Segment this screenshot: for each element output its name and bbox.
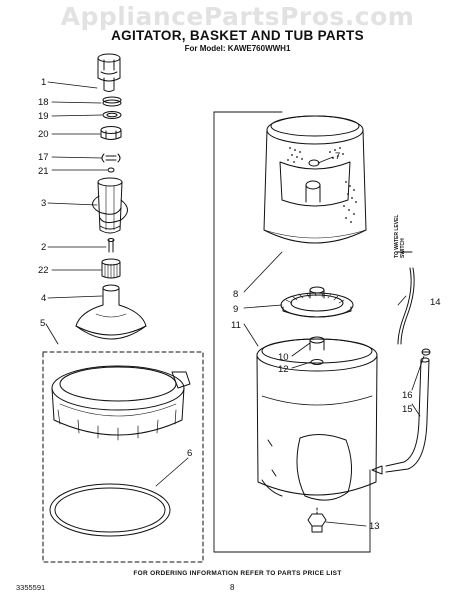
callout-7: 7 (335, 151, 340, 162)
page-title: AGITATOR, BASKET AND TUB PARTS (111, 28, 364, 43)
callout-19: 19 (38, 111, 49, 122)
callout-4: 4 (41, 293, 46, 304)
callout-labels: 1 18 19 20 17 21 3 2 22 4 5 6 7 8 9 11 1… (38, 77, 441, 532)
part-6-tub-ring (49, 483, 171, 537)
water-level-note-line1: TO WATER LEVEL (394, 215, 400, 258)
leader-lines-left (45, 81, 189, 487)
callout-21: 21 (38, 166, 49, 177)
part-2-bolt (107, 238, 115, 253)
callout-1: 1 (41, 77, 46, 88)
part-1-agitator-cap (97, 53, 121, 92)
part-14-level-tube (397, 267, 415, 345)
part-9-hub-ring (280, 286, 354, 318)
callout-14: 14 (430, 297, 441, 308)
part-16-clamp (421, 348, 431, 356)
model-subtitle: For Model: KAWE760WWH1 (184, 44, 291, 53)
right-frame-lines (213, 111, 413, 553)
callout-5: 5 (40, 318, 45, 329)
part-21-washer (107, 167, 115, 173)
part-10-hub-nut (309, 336, 325, 351)
part-7-basket (263, 115, 367, 244)
page-number: 8 (230, 583, 235, 592)
part-12-seal (310, 359, 324, 365)
callout-12: 12 (278, 364, 289, 375)
part-5-group-box (42, 351, 204, 563)
part-20-cam (100, 126, 122, 140)
document-number: 3355591 (16, 583, 46, 592)
callout-22: 22 (38, 265, 49, 276)
callout-3: 3 (41, 198, 46, 209)
hub-ring-teeth (285, 291, 345, 304)
part-11-outer-tub (256, 338, 383, 501)
ordering-note: FOR ORDERING INFORMATION REFER TO PARTS … (133, 570, 342, 577)
callout-15: 15 (402, 404, 413, 415)
callout-13: 13 (369, 521, 380, 532)
part-18-seal (102, 96, 122, 107)
callout-8: 8 (233, 289, 238, 300)
callout-2: 2 (41, 242, 46, 253)
part-22-coupling (101, 258, 121, 279)
water-level-note-line2: SWITCH (400, 238, 406, 258)
leader-lines-right (243, 156, 425, 527)
watermark: AppliancePartsPros.com (60, 2, 415, 31)
callout-20: 20 (38, 129, 49, 140)
part-19-ring (102, 111, 122, 119)
part-3-agitator-barrel (92, 177, 128, 234)
callout-10: 10 (278, 352, 289, 363)
basket-perforations (287, 147, 357, 223)
part-5-balance-ring (51, 365, 191, 441)
callout-18: 18 (38, 97, 49, 108)
callout-16: 16 (402, 390, 413, 401)
part-15-hose (385, 357, 430, 473)
callout-9: 9 (233, 304, 238, 315)
callout-11: 11 (231, 320, 241, 331)
part-4-agitator-base (75, 284, 147, 340)
callout-17: 17 (38, 152, 49, 163)
part-17-clip (101, 153, 121, 163)
part-13-nut (307, 507, 327, 533)
callout-6: 6 (187, 448, 192, 459)
